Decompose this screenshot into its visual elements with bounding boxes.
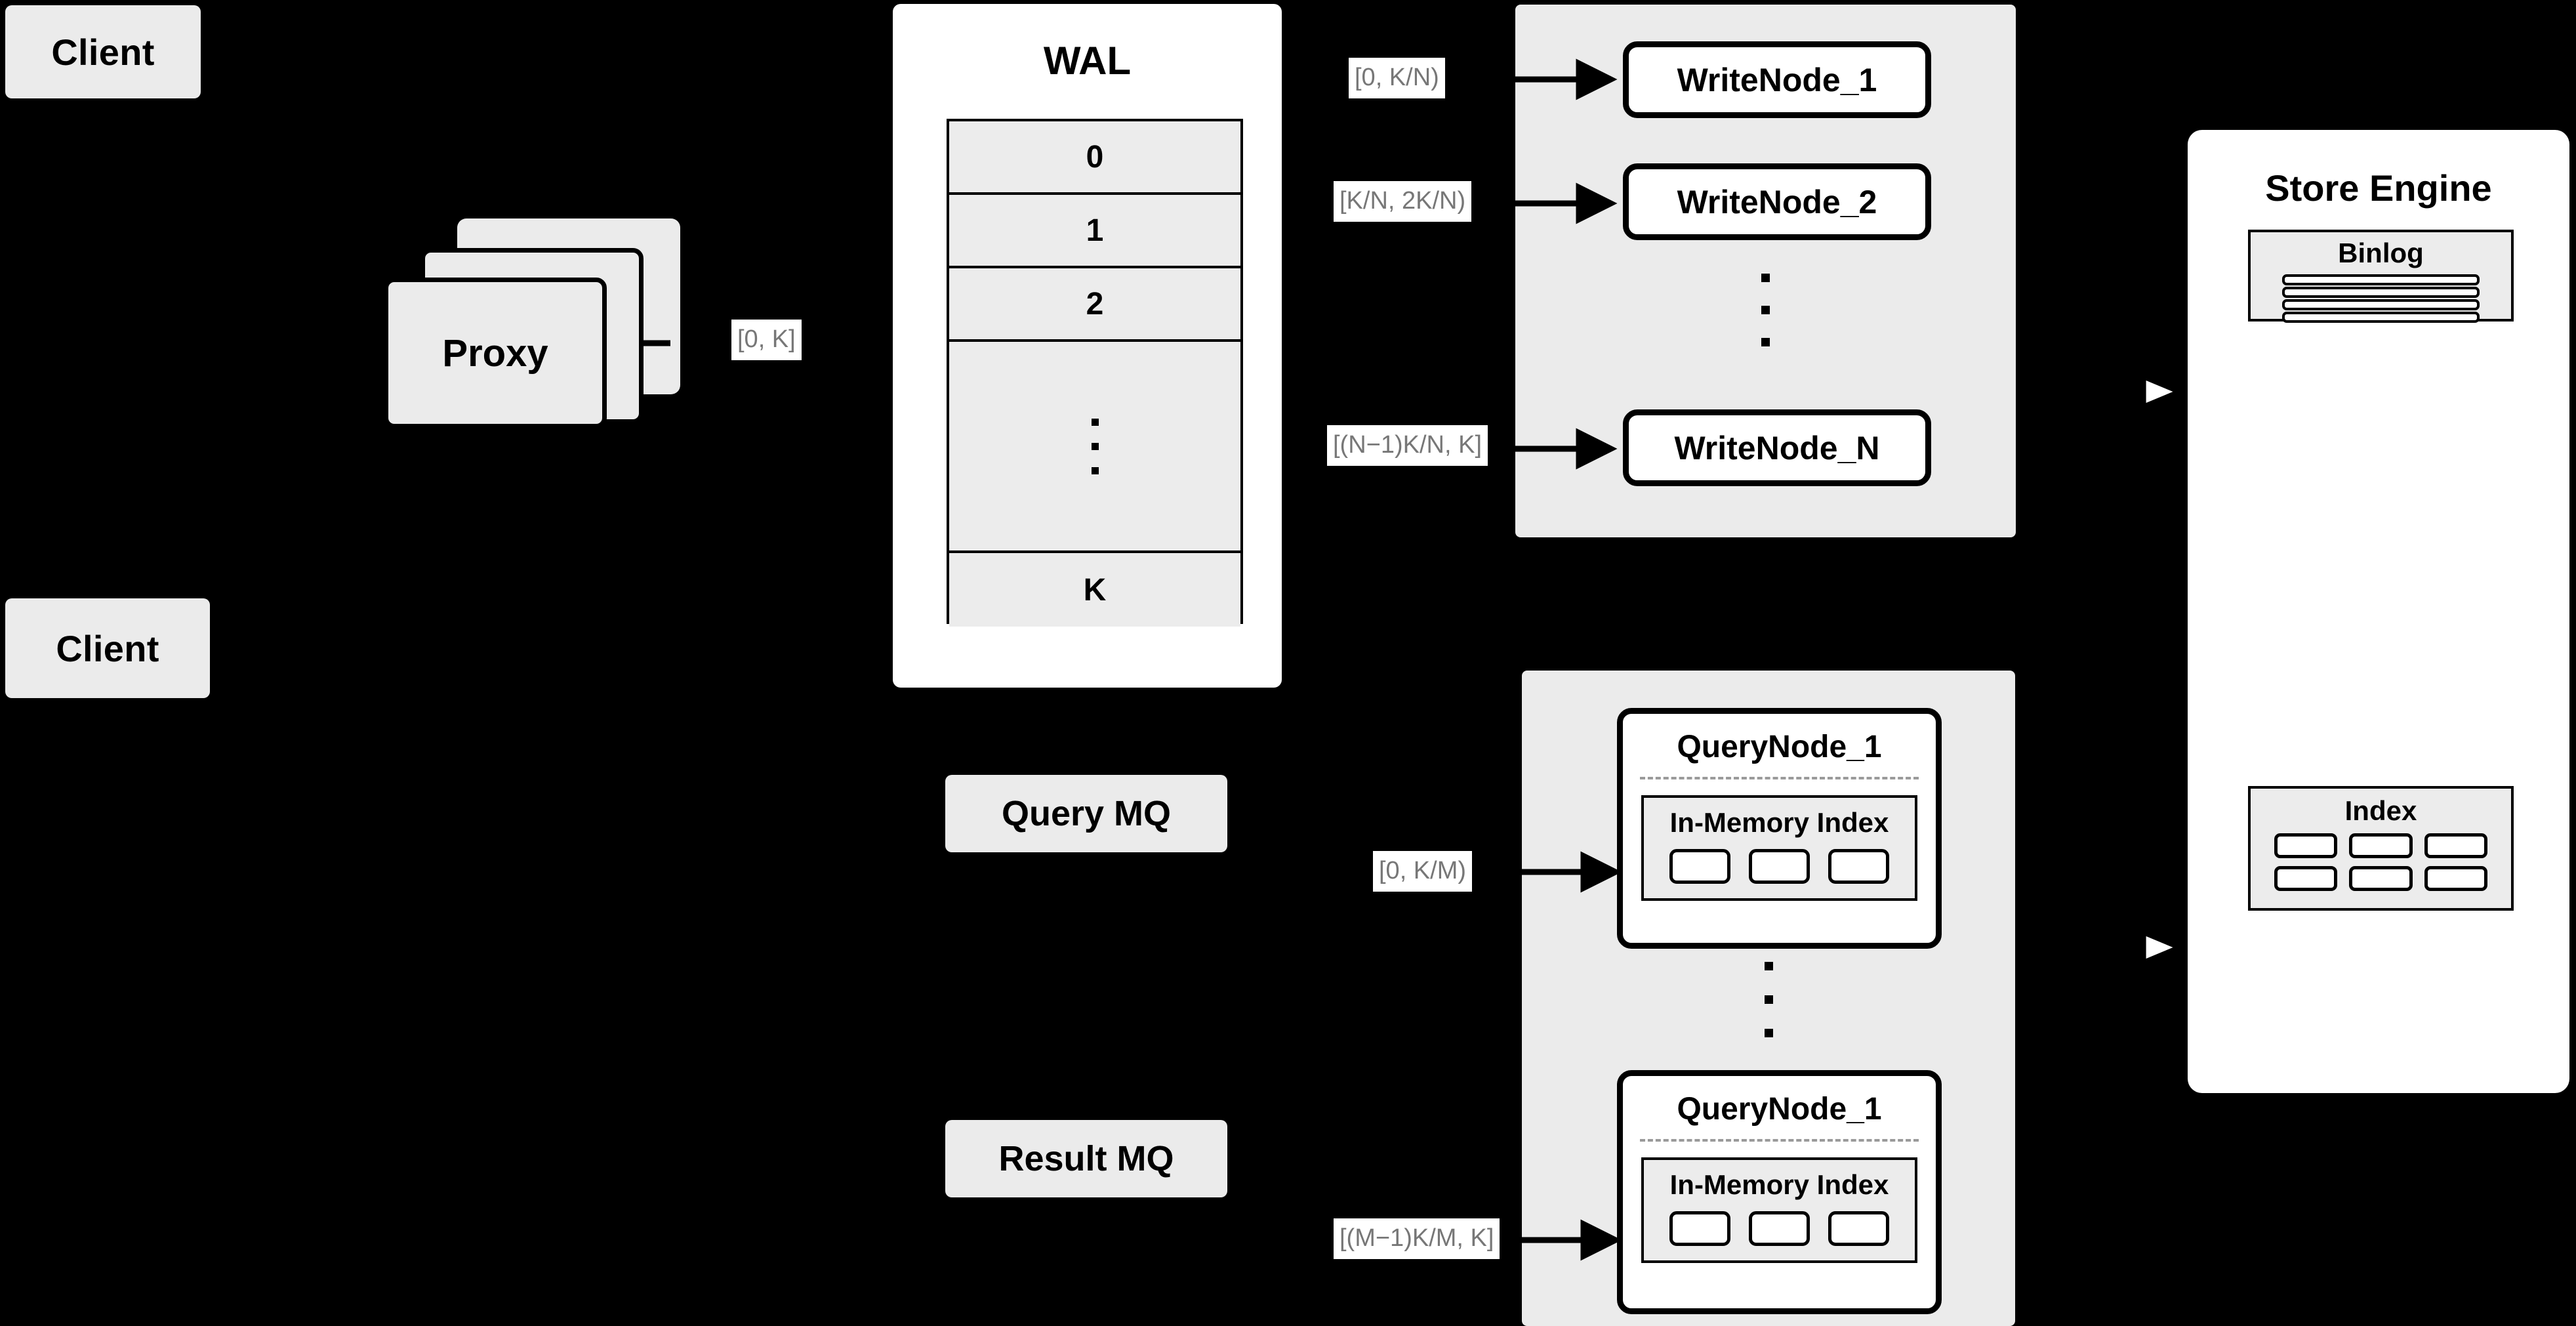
proxy-card-front[interactable]: Proxy [384,278,607,428]
index-cell[interactable] [2274,866,2338,891]
query-node-divider [1640,1139,1919,1142]
query-mq-label: Query MQ [1001,794,1172,833]
wal-container: WAL 0 1 2 K [893,4,1282,688]
in-memory-index-title: In-Memory Index [1669,1169,1889,1200]
query-mq-box[interactable]: Query MQ [945,775,1227,852]
write-node-n[interactable]: WriteNode_N [1623,409,1931,486]
index-cell[interactable] [1669,849,1730,884]
ellipsis-dot-icon [1764,1029,1773,1037]
in-memory-index-panel: In-Memory Index [1641,1157,1917,1263]
edge-label-mq-to-querynode-m: [(M−1)K/M, K] [1334,1218,1500,1259]
client-label-2: Client [56,627,159,669]
binlog-row[interactable] [2282,312,2480,323]
write-node-label: WriteNode_N [1674,429,1880,466]
wal-entry[interactable]: 2 [949,268,1240,342]
store-engine-container: Store Engine Binlog Index [2188,130,2569,1093]
index-cell[interactable] [1749,849,1810,884]
edge-label-mq-to-querynode-1: [0, K/M) [1373,851,1473,892]
index-cell[interactable] [2424,833,2487,858]
binlog-row[interactable] [2282,274,2480,285]
write-node-2[interactable]: WriteNode_2 [1623,163,1931,240]
edge-label-wal-to-writenode-n: [(N−1)K/N, K] [1327,425,1488,466]
wal-entry[interactable]: 0 [949,121,1240,195]
write-node-group: WriteNode_1 WriteNode_2 WriteNode_N [1515,5,2016,537]
binlog-row[interactable] [2282,287,2480,298]
binlog-row[interactable] [2282,299,2480,310]
wal-entry[interactable]: 1 [949,195,1240,268]
index-cell[interactable] [1749,1211,1810,1246]
wal-entry-stack: 0 1 2 K [947,119,1243,627]
in-memory-index-panel: In-Memory Index [1641,795,1917,901]
result-mq-label: Result MQ [998,1139,1174,1178]
query-node-label: QueryNode_1 [1677,1092,1882,1127]
query-node-divider [1640,777,1919,779]
index-cell[interactable] [1828,1211,1889,1246]
ellipsis-dot-icon [1764,995,1773,1004]
query-node-label: QueryNode_1 [1677,730,1882,764]
in-memory-index-cells [1644,1211,1915,1246]
index-panel[interactable]: Index [2248,786,2514,911]
index-cell[interactable] [2424,866,2487,891]
query-node-m[interactable]: QueryNode_1 In-Memory Index [1617,1070,1942,1314]
ellipsis-dot-icon [1091,442,1099,450]
query-node-1[interactable]: QueryNode_1 In-Memory Index [1617,708,1942,949]
ellipsis-dot-icon [1764,962,1773,970]
wal-entry-label: 1 [1086,213,1104,248]
binlog-title: Binlog [2338,238,2424,268]
binlog-panel[interactable]: Binlog [2248,230,2514,323]
write-node-ellipsis [1515,274,2016,346]
index-cell-grid [2274,833,2487,891]
client-box-1[interactable]: Client [5,5,201,98]
proxy-stack[interactable]: Proxy [384,218,692,428]
ellipsis-dot-icon [1761,306,1770,314]
index-cell[interactable] [1669,1211,1730,1246]
wal-entry-label: 2 [1086,286,1104,321]
index-cell[interactable] [2349,833,2413,858]
wal-entry-label: K [1083,572,1107,608]
index-cell[interactable] [1828,849,1889,884]
proxy-label: Proxy [442,331,548,375]
store-engine-title: Store Engine [2265,167,2492,209]
in-memory-index-cells [1644,849,1915,884]
index-cell[interactable] [2349,866,2413,891]
write-node-label: WriteNode_2 [1677,183,1877,220]
index-title: Index [2344,795,2417,826]
write-node-label: WriteNode_1 [1677,61,1877,98]
ellipsis-dot-icon [1091,466,1099,474]
query-node-group: QueryNode_1 In-Memory Index QueryNode_1 … [1522,671,2015,1326]
wal-title: WAL [1043,39,1132,83]
client-label-1: Client [51,31,155,73]
ellipsis-dot-icon [1091,418,1099,426]
write-node-1[interactable]: WriteNode_1 [1623,41,1931,118]
edge-label-wal-to-writenode-1: [0, K/N) [1349,58,1445,98]
ellipsis-dot-icon [1761,274,1770,282]
client-box-2[interactable]: Client [5,598,210,698]
query-node-ellipsis [1522,962,2015,1037]
binlog-row-list [2282,274,2480,323]
result-mq-box[interactable]: Result MQ [945,1120,1227,1197]
edge-label-proxy-to-wal: [0, K] [731,320,802,360]
edge-label-wal-to-writenode-2: [K/N, 2K/N) [1334,181,1472,222]
wal-entry-ellipsis [949,342,1240,553]
wal-entry[interactable]: K [949,553,1240,627]
index-cell[interactable] [2274,833,2338,858]
in-memory-index-title: In-Memory Index [1669,807,1889,838]
wal-entry-label: 0 [1086,139,1104,175]
ellipsis-dot-icon [1761,338,1770,346]
